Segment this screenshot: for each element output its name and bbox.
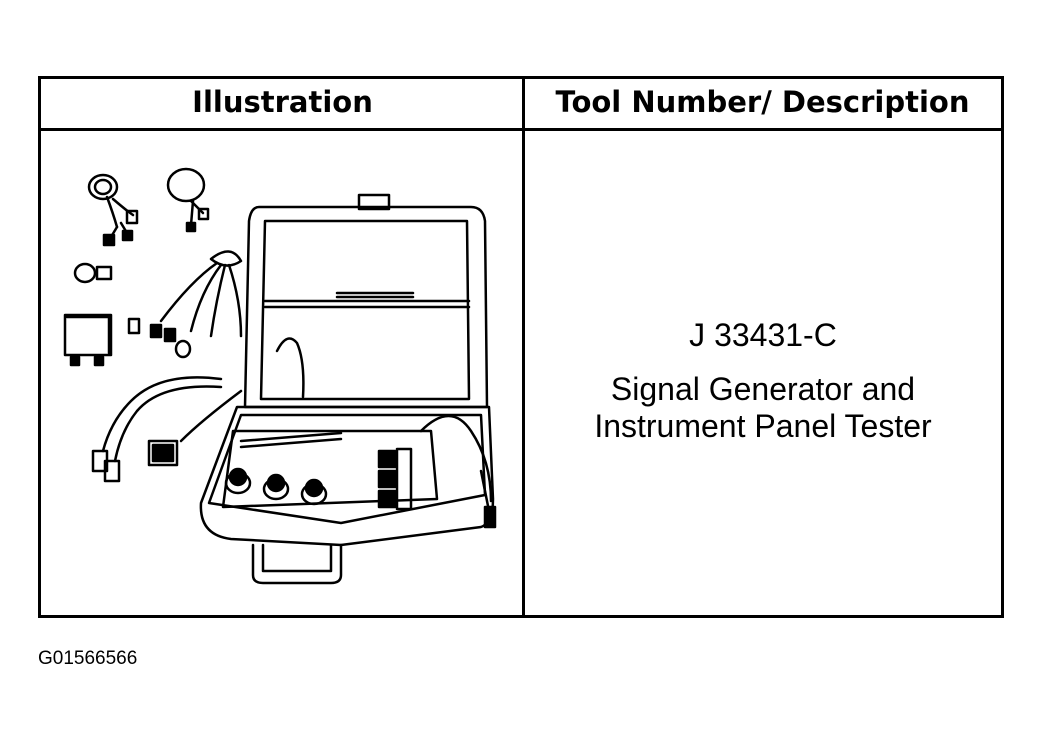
tool-number: J 33431-C bbox=[689, 317, 837, 353]
tool-description: Signal Generator and Instrument Panel Te… bbox=[525, 371, 1001, 445]
tool-table: Illustration Tool Number/ Description bbox=[38, 76, 1004, 618]
figure-id: G01566566 bbox=[38, 648, 138, 669]
table-header-row: Illustration Tool Number/ Description bbox=[41, 79, 1001, 131]
description-column-header: Tool Number/ Description bbox=[555, 85, 970, 119]
description-cell: J 33431-C Signal Generator and Instrumen… bbox=[525, 131, 1001, 615]
tool-description-line: Instrument Panel Tester bbox=[594, 408, 932, 444]
column-divider bbox=[522, 79, 525, 615]
signal-generator-case-icon bbox=[63, 167, 497, 585]
illustration-column-header: Illustration bbox=[192, 85, 373, 119]
tool-description-line: Signal Generator and bbox=[610, 371, 916, 407]
illustration-cell bbox=[41, 131, 522, 615]
